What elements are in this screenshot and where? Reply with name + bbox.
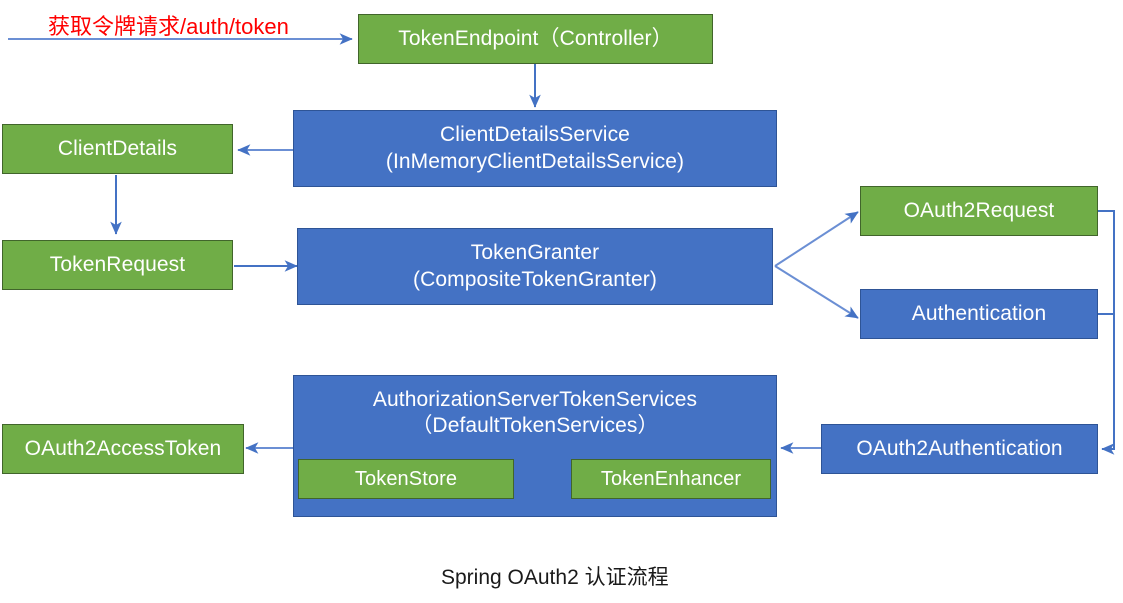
node-authentication[interactable]: Authentication [860,289,1098,339]
node-client-details[interactable]: ClientDetails [2,124,233,174]
node-oauth2-request[interactable]: OAuth2Request [860,186,1098,236]
node-token-request[interactable]: TokenRequest [2,240,233,290]
edge-token-granter-to-oauth2-request [774,211,859,267]
node-client-details-service[interactable]: ClientDetailsService (InMemoryClientDeta… [293,110,777,187]
edge-oauth2-request-to-bus [1098,210,1115,455]
node-token-enhancer[interactable]: TokenEnhancer [571,459,771,499]
node-token-store[interactable]: TokenStore [298,459,514,499]
request-label: 获取令牌请求/auth/token [48,14,289,39]
diagram-caption: Spring OAuth2 认证流程 [441,566,669,589]
node-token-granter[interactable]: TokenGranter (CompositeTokenGranter) [297,228,773,305]
node-token-endpoint[interactable]: TokenEndpoint（Controller） [358,14,713,64]
node-oauth2-access-token[interactable]: OAuth2AccessToken [2,424,244,474]
node-oauth2-authentication[interactable]: OAuth2Authentication [821,424,1098,474]
edge-token-granter-to-authentication [774,265,859,319]
